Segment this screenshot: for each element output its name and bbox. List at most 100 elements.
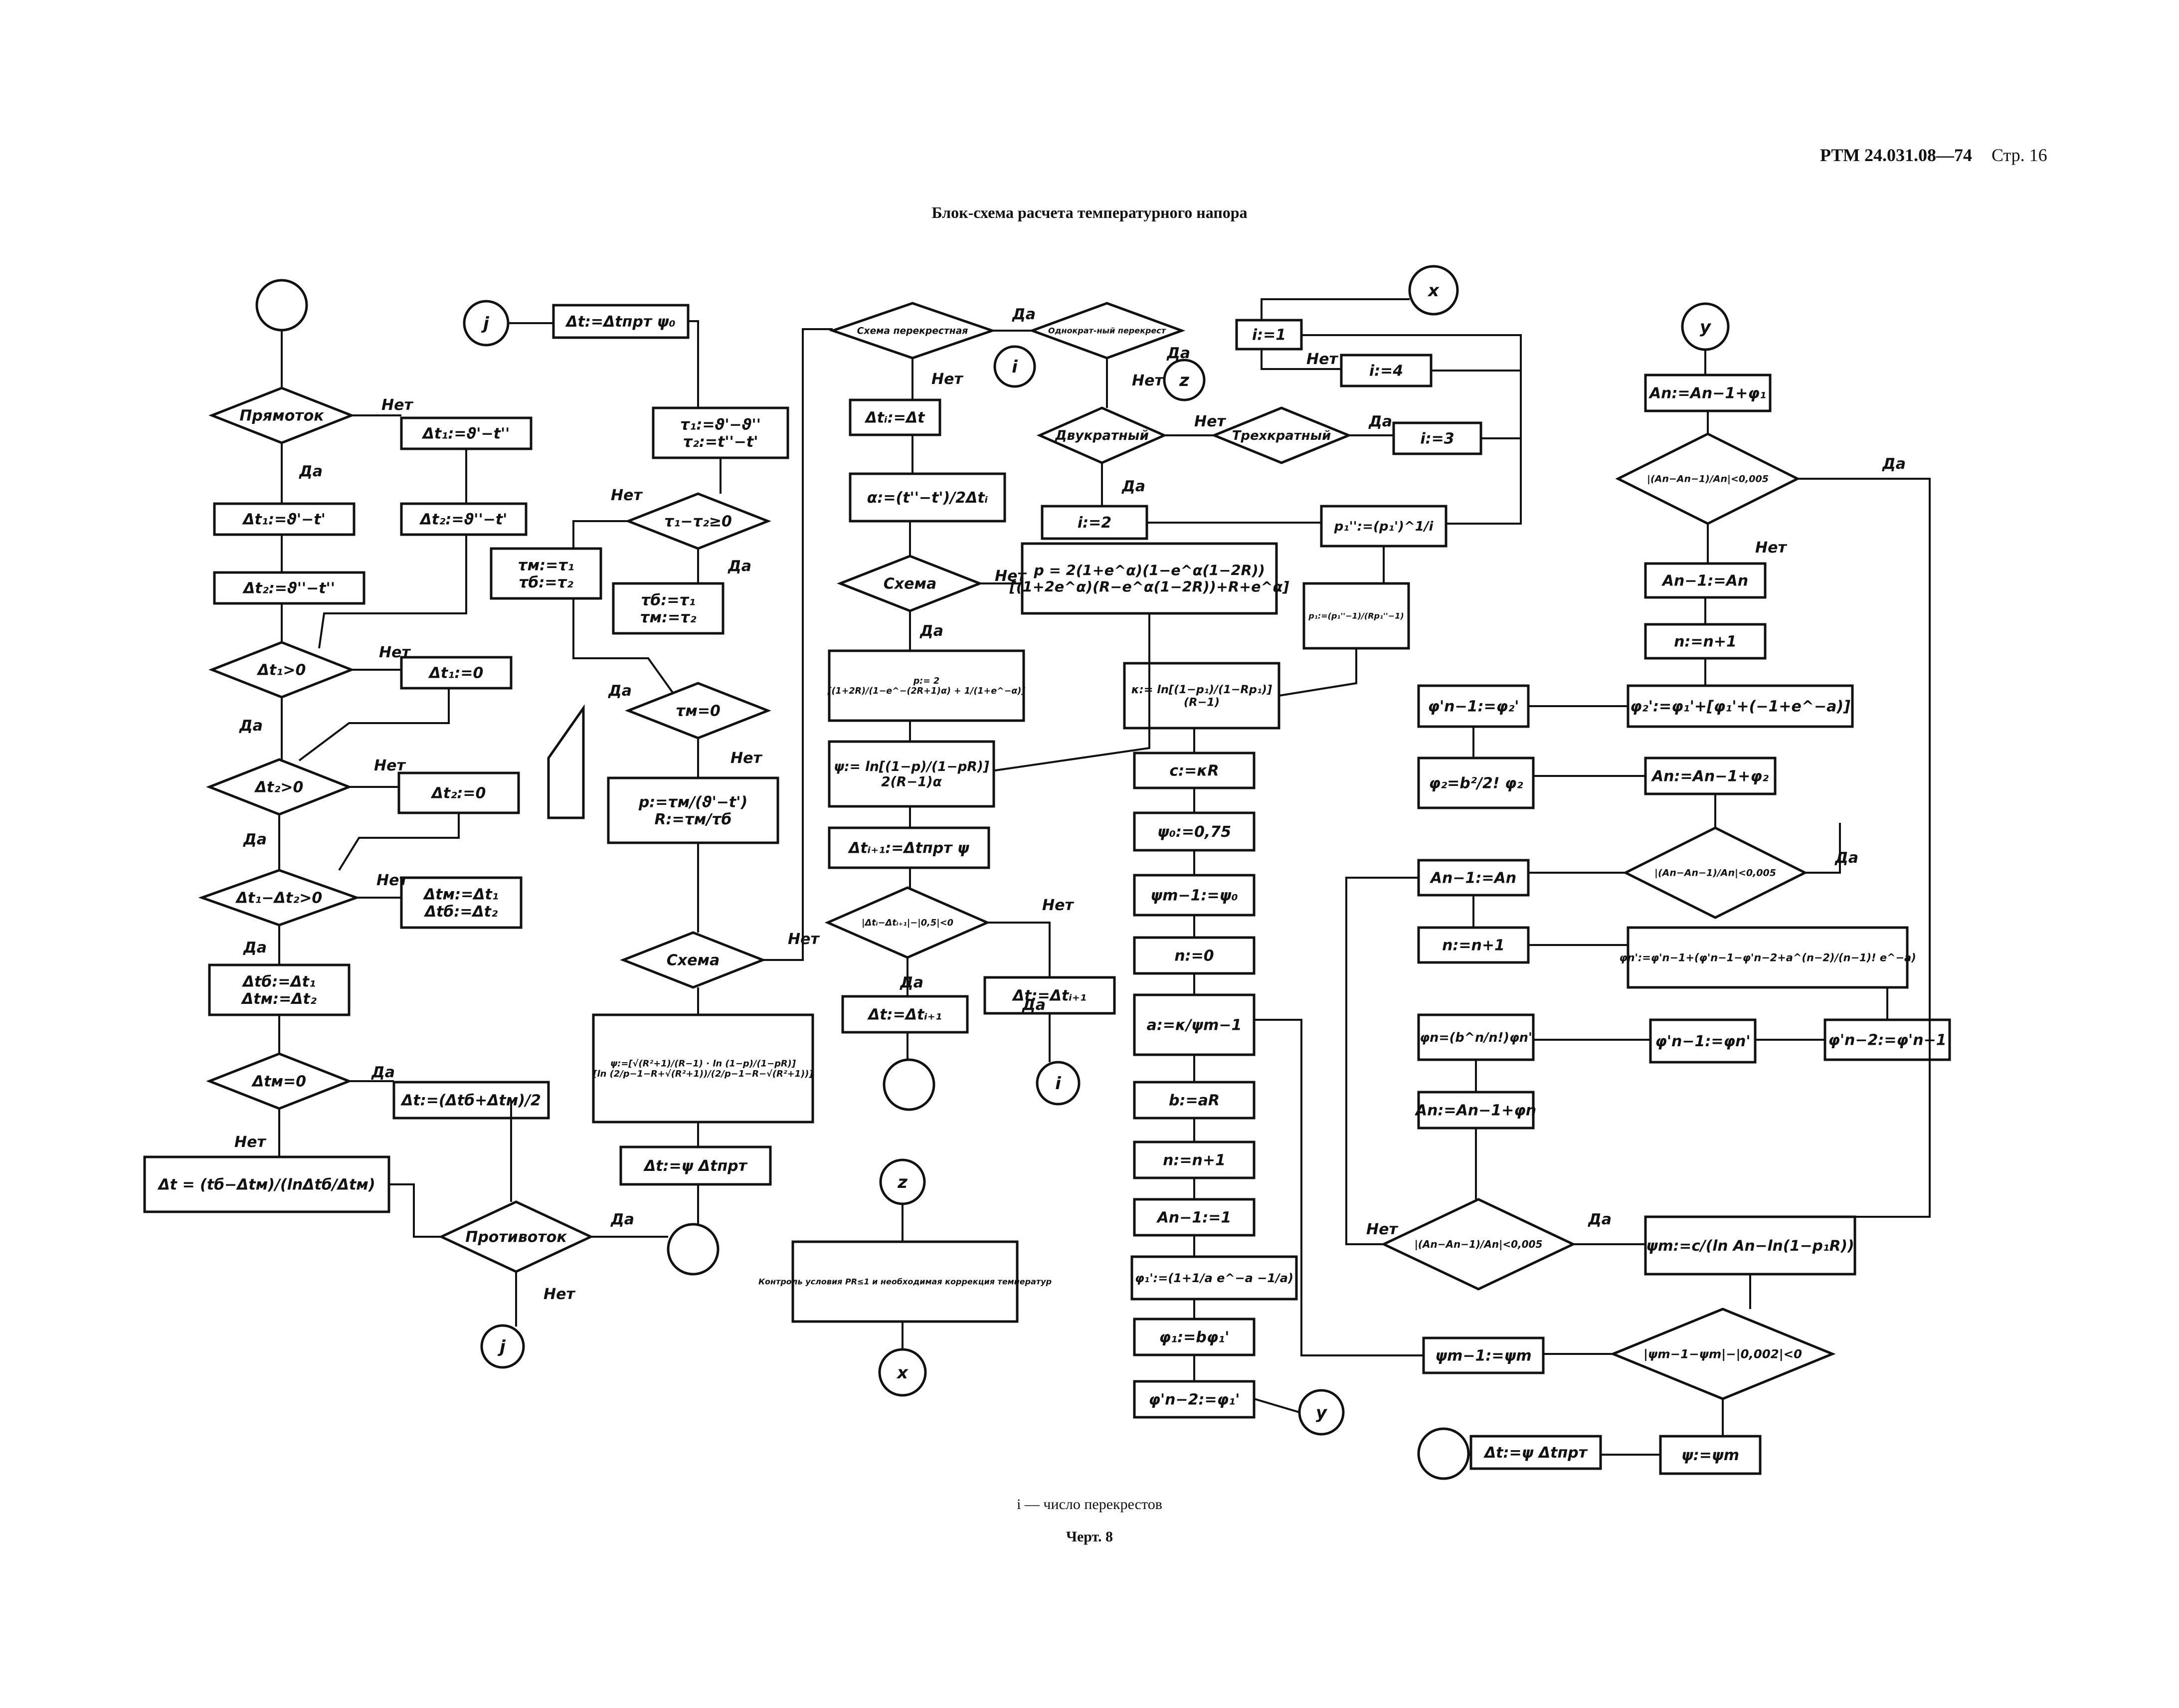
node-text: Контроль условия PR≤1 и необходимая корр… — [758, 1277, 1052, 1287]
node-text: φ'n−1:=φn' — [1655, 1033, 1750, 1050]
node-text: ψ:=[√(R²+1)/(R−1) · ln (1−p)/(1−pR)] — [610, 1058, 796, 1069]
process-box — [1644, 1215, 1856, 1276]
process-box — [392, 1081, 550, 1120]
process-box — [1644, 623, 1767, 660]
kappa-block: κ:= ln[(1−p₁)/(1−Rp₁)](R−1) — [1123, 662, 1280, 730]
node-text: n:=n+1 — [1442, 937, 1505, 954]
process-box — [1130, 1255, 1298, 1301]
node-text: τм=0 — [676, 703, 721, 720]
node-text: Δt:=ψ Δtпрт — [643, 1157, 748, 1175]
process-box — [143, 1155, 390, 1213]
edge-label: Нет — [931, 371, 963, 388]
circle-shape — [993, 345, 1036, 388]
process-box — [1133, 1318, 1256, 1356]
node-text: Δt:=ψ Δtпрт — [1483, 1444, 1588, 1462]
edge-label: Да — [1588, 1211, 1612, 1228]
flow-line — [1254, 1019, 1424, 1356]
dt2-b-block: Δt₂:=ϑ''−t' — [400, 502, 528, 536]
edge-label: Нет — [788, 931, 820, 948]
connector-i: i — [1036, 1061, 1081, 1106]
edge-label: Да — [1012, 306, 1036, 323]
edge-label: Нет — [381, 396, 413, 414]
node-text: Δtᵢ₊₁:=Δtпрт ψ — [848, 840, 969, 857]
connector-z: z — [879, 1158, 926, 1205]
flow-line — [1254, 1398, 1300, 1413]
connector-y: y — [1298, 1389, 1345, 1436]
node-text: τ₂:=t''−t' — [683, 433, 758, 451]
edge-label: Да — [608, 682, 632, 700]
circle-shape — [1417, 1427, 1470, 1480]
node-text: τ₁:=ϑ'−ϑ'' — [680, 416, 761, 433]
dt-dti1-b-block: Δt:=Δtᵢ₊₁ — [983, 976, 1116, 1015]
node-text: n:=0 — [1174, 948, 1214, 965]
node-text: ψ:=ψm — [1681, 1447, 1739, 1464]
process-box — [1659, 1435, 1762, 1475]
circle-shape — [255, 279, 308, 332]
an1-an-b-block: An−1:=An — [1417, 859, 1530, 897]
terminal-circle — [667, 1223, 720, 1276]
dt1-b-block: Δt₁:=ϑ'−t'' — [400, 416, 533, 450]
process-box — [791, 1240, 1019, 1323]
dt2-pos-decision: Δt₂>0 — [206, 758, 353, 816]
node-text: φ'n−2:=φ₁' — [1149, 1391, 1240, 1409]
process-box — [1417, 1013, 1535, 1061]
node-text: Δt:=Δtᵢ₊₁ — [1012, 987, 1087, 1005]
node-text: An−1:=1 — [1156, 1209, 1232, 1227]
node-text: ψ:= ln[(1−p)/(1−pR)] — [834, 759, 989, 774]
node-text: Однократ-ный перекрест — [1048, 326, 1167, 336]
node-text: An:=An−1+φn — [1415, 1102, 1536, 1120]
dt2-zero-block: Δt₂:=0 — [397, 771, 520, 814]
phi1p-block: φ₁':=(1+1/a e^−a −1/a) — [1130, 1255, 1298, 1301]
a-block: a:=κ/ψm−1 — [1133, 993, 1256, 1056]
an1-1-block: An−1:=1 — [1133, 1198, 1256, 1237]
process-box — [400, 876, 523, 929]
process-box — [1417, 1091, 1535, 1130]
p-small-block: p:= 2[(1+2R)/(1−e^−(2R+1)α) + 1/(1+e^−α)… — [827, 649, 1025, 722]
process-box — [1133, 752, 1256, 789]
edge-label: Нет — [1366, 1221, 1398, 1238]
node-text: Схема — [667, 952, 720, 969]
node-text: p₁'':=(p₁')^1/i — [1334, 519, 1434, 534]
edge-label: Нет — [995, 568, 1027, 585]
decision-diamond — [1028, 302, 1186, 360]
flow-line — [338, 813, 460, 871]
edge-label: Нет — [379, 644, 411, 661]
node-text: α:=(t''−t')/2Δtᵢ — [867, 489, 988, 507]
flow-line — [1301, 334, 1522, 525]
tau-cmp-decision: τ₁−τ₂≥0 — [625, 492, 771, 550]
phin-block: φn=(b^n/n!)φn' — [1417, 1013, 1535, 1061]
b-block: b:=aR — [1133, 1081, 1256, 1120]
connector-j: j — [463, 300, 510, 347]
node-text: Δt₁:=ϑ'−t' — [242, 511, 326, 529]
node-text: Δt₁:=0 — [428, 665, 484, 682]
p1pp-block: p₁'':=(p₁')^1/i — [1320, 505, 1448, 548]
node-text: An−1:=An — [1661, 572, 1748, 590]
flow-line — [1261, 349, 1341, 370]
edge-label: Нет — [374, 757, 406, 774]
node-text: p = 2(1+e^α)(1−e^α(1−2R)) — [1033, 562, 1265, 579]
process-box — [828, 649, 1025, 722]
figure-caption: Черт. 8 — [1066, 1528, 1113, 1545]
decision-diamond — [625, 492, 771, 550]
process-box — [397, 771, 520, 814]
node-text: Двукратный — [1055, 428, 1149, 443]
node-text: φ₁:=bφ₁' — [1159, 1329, 1229, 1346]
psim1-block: ψm−1:=ψ₀ — [1133, 874, 1256, 917]
node-text: τ₁−τ₂≥0 — [664, 513, 732, 531]
process-box — [828, 740, 995, 808]
node-text: R:=τм/τб — [655, 811, 732, 828]
process-box — [400, 656, 513, 690]
connector-j: j — [480, 1324, 525, 1369]
node-text: Δt₁:=ϑ'−t'' — [422, 425, 510, 443]
edge-label: Нет — [1132, 372, 1164, 389]
flow-line — [987, 922, 1051, 977]
dti1-block: Δtᵢ₊₁:=Δtпрт ψ — [828, 826, 990, 869]
node-text: An−1:=An — [1430, 870, 1516, 887]
connector-i: i — [993, 345, 1036, 388]
node-text: Δt:=Δtᵢ₊₁ — [867, 1006, 942, 1024]
node-text: ψm−1:=ψ₀ — [1150, 887, 1238, 905]
